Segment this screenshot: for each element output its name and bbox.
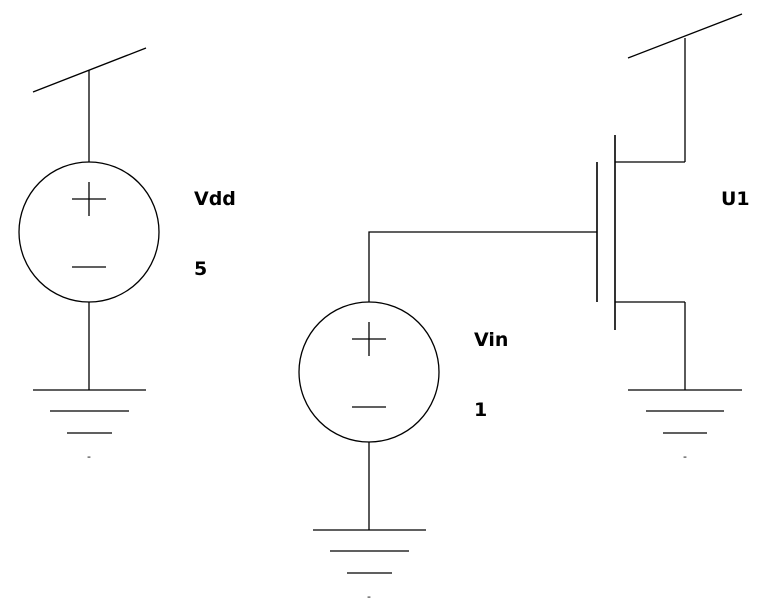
- vin-plus-sign: [352, 322, 386, 356]
- u1-ground-symbol: [628, 389, 742, 434]
- vdd-name-label: Vdd: [194, 188, 236, 210]
- vdd-supply: - Vdd 5: [18, 47, 236, 463]
- u1-ground-mark: -: [683, 450, 687, 463]
- vin-ground-mark: -: [367, 590, 371, 603]
- vdd-plus-sign: [72, 182, 106, 216]
- vin-value-label: 1: [474, 399, 487, 421]
- gate-wire: [368, 231, 597, 302]
- vdd-value-label: 5: [194, 258, 207, 280]
- vin-ground-symbol: [313, 529, 426, 574]
- vin-name-label: Vin: [474, 329, 508, 351]
- vdd-ground-symbol: [33, 389, 146, 434]
- u1-transistor: - U1: [596, 13, 750, 463]
- u1-drain-rail-terminal: [627, 13, 743, 59]
- u1-name-label: U1: [721, 188, 750, 210]
- vdd-ground-mark: -: [87, 450, 91, 463]
- vin-source: - Vin 1: [298, 301, 508, 603]
